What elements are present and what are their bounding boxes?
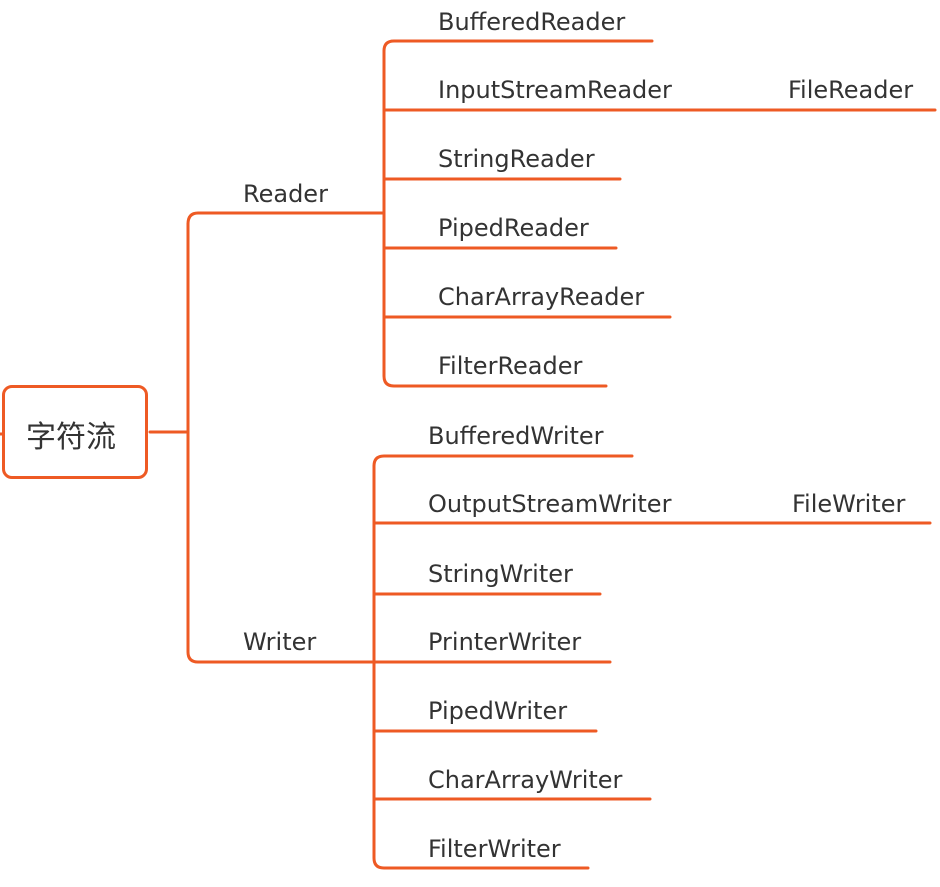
main-trunk bbox=[186, 211, 386, 226]
writer-grandchild-filewriter[interactable]: FileWriter bbox=[792, 490, 906, 518]
reader-child-chararrayreader[interactable]: CharArrayReader bbox=[438, 283, 645, 311]
reader-grandchild-filereader[interactable]: FileReader bbox=[788, 76, 914, 104]
reader-trunk-vertical bbox=[382, 49, 608, 388]
reader-child-filterreader[interactable]: FilterReader bbox=[438, 352, 583, 380]
reader-child-bufferedreader[interactable]: BufferedReader bbox=[438, 8, 626, 36]
writer-trunk-vertical bbox=[372, 464, 590, 870]
reader-trunk bbox=[382, 39, 654, 53]
root-node[interactable] bbox=[2, 385, 148, 479]
writer-child-chararraywriter[interactable]: CharArrayWriter bbox=[428, 766, 623, 794]
writer-trunk bbox=[372, 454, 634, 468]
reader-node[interactable]: Reader bbox=[243, 180, 328, 208]
main-trunk-lower bbox=[186, 222, 376, 664]
writer-child-stringwriter[interactable]: StringWriter bbox=[428, 560, 573, 588]
reader-child-inputstreamreader[interactable]: InputStreamReader bbox=[438, 76, 672, 104]
writer-node[interactable]: Writer bbox=[243, 628, 317, 656]
writer-child-pipedwriter[interactable]: PipedWriter bbox=[428, 697, 568, 725]
writer-child-printerwriter[interactable]: PrinterWriter bbox=[428, 628, 582, 656]
writer-child-filterwriter[interactable]: FilterWriter bbox=[428, 835, 561, 863]
writer-child-bufferedwriter[interactable]: BufferedWriter bbox=[428, 422, 604, 450]
reader-child-pipedreader[interactable]: PipedReader bbox=[438, 214, 589, 242]
reader-child-stringreader[interactable]: StringReader bbox=[438, 145, 595, 173]
writer-child-outputstreamwriter[interactable]: OutputStreamWriter bbox=[428, 490, 672, 518]
root-label: 字符流 bbox=[26, 420, 116, 455]
